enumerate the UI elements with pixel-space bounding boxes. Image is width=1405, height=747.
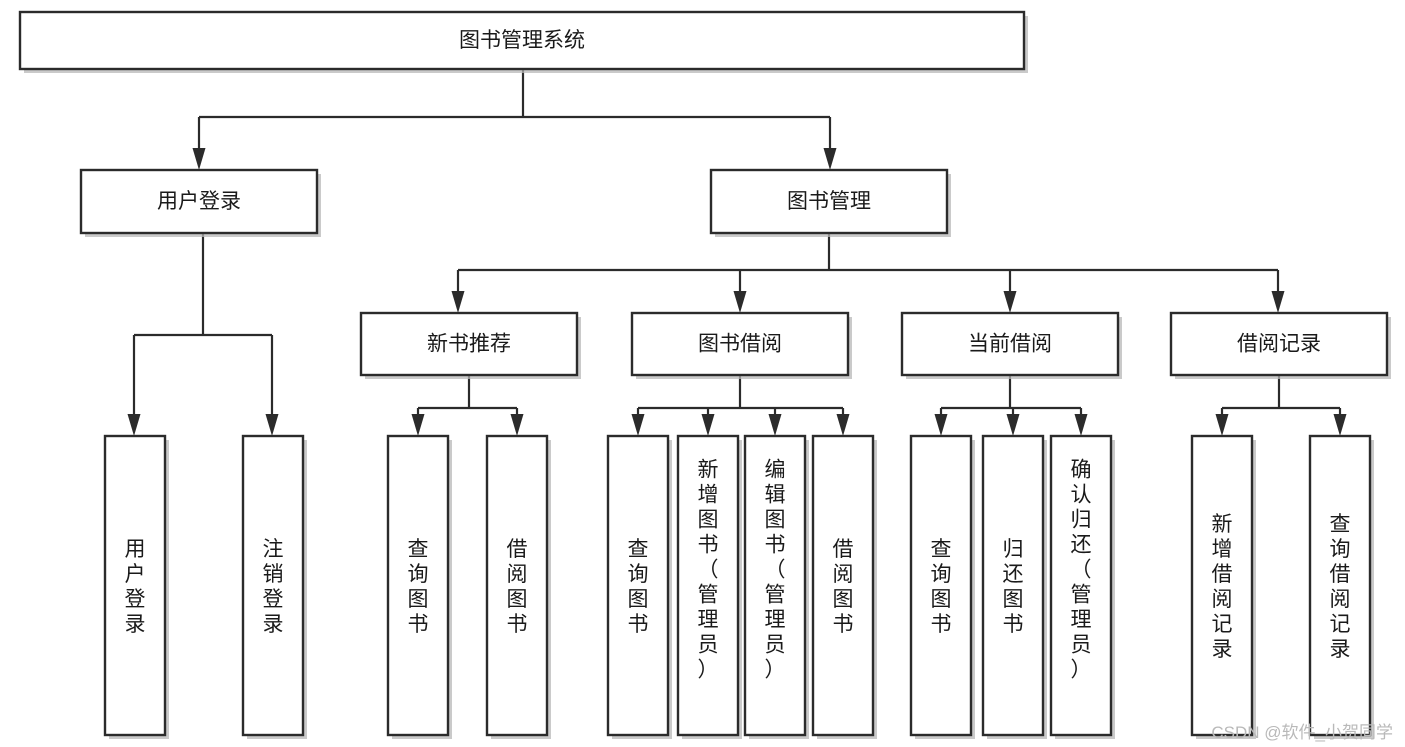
node-label: 图书管理 [787,190,871,213]
node-rect[interactable] [1169,311,1389,377]
node-rect[interactable] [386,434,450,737]
node-leaf-borrow-book-recommend[interactable]: 借阅图书 [485,434,551,739]
nodes-layer: 图书管理系统用户登录图书管理新书推荐图书借阅当前借阅借阅记录用户登录注销登录查询… [18,10,1391,739]
node-rect[interactable] [909,434,973,737]
node-rect[interactable] [1049,434,1113,737]
arrow-head-icon [127,414,141,436]
node-rect[interactable] [18,10,1026,71]
node-rect[interactable] [709,168,949,235]
node-label: 查询图书 [408,538,429,636]
node-rect[interactable] [359,311,579,377]
node-leaf-user-login[interactable]: 用户登录 [103,434,169,739]
arrow-head-icon [823,148,837,170]
arrow-head-icon [934,414,948,436]
node-label: 用户登录 [125,538,146,636]
arrow-head-icon [451,291,465,313]
node-rect[interactable] [676,434,740,737]
node-leaf-add-book-admin[interactable]: 新增图书（管理员） [676,434,742,739]
node-book-borrow[interactable]: 图书借阅 [630,311,852,379]
node-rect[interactable] [981,434,1045,737]
node-rect[interactable] [811,434,875,737]
node-book-manage[interactable]: 图书管理 [709,168,951,237]
node-leaf-return-book[interactable]: 归还图书 [981,434,1047,739]
arrow-head-icon [1333,414,1347,436]
node-leaf-query-book-current[interactable]: 查询图书 [909,434,975,739]
node-label: 编辑图书（管理员） [765,459,786,682]
node-borrow-record[interactable]: 借阅记录 [1169,311,1391,379]
arrow-head-icon [192,148,206,170]
node-label: 图书借阅 [698,333,782,356]
connectors-layer [127,69,1347,436]
arrow-head-icon [631,414,645,436]
node-label: 查询图书 [628,538,649,636]
node-label: 用户登录 [157,190,241,213]
node-label: 新增图书（管理员） [698,459,719,682]
arrow-head-icon [768,414,782,436]
node-leaf-query-book-recommend[interactable]: 查询图书 [386,434,452,739]
node-label: 归还图书 [1003,538,1024,636]
arrow-head-icon [1006,414,1020,436]
node-leaf-logout-login[interactable]: 注销登录 [241,434,307,739]
node-rect[interactable] [900,311,1120,377]
csdn-watermark: CSDN @软件_小贺同学 [1211,723,1393,742]
node-label: 查询借阅记录 [1330,513,1351,661]
node-leaf-query-borrow-record[interactable]: 查询借阅记录 [1308,434,1374,739]
node-label: 借阅图书 [833,538,854,636]
node-rect[interactable] [241,434,305,737]
node-root[interactable]: 图书管理系统 [18,10,1028,73]
node-label: 当前借阅 [968,333,1052,356]
arrow-head-icon [701,414,715,436]
arrow-head-icon [1003,291,1017,313]
node-leaf-confirm-return-admin[interactable]: 确认归还（管理员） [1049,434,1115,739]
node-label: 借阅图书 [507,538,528,636]
node-leaf-edit-book-admin[interactable]: 编辑图书（管理员） [743,434,809,739]
arrow-head-icon [411,414,425,436]
node-rect[interactable] [1308,434,1372,737]
arrow-head-icon [510,414,524,436]
arrow-head-icon [1215,414,1229,436]
node-label: 确认归还（管理员） [1071,459,1092,682]
node-leaf-add-borrow-record[interactable]: 新增借阅记录 [1190,434,1256,739]
node-label: 注销登录 [263,538,284,636]
node-rect[interactable] [79,168,319,235]
node-rect[interactable] [1190,434,1254,737]
node-user-login[interactable]: 用户登录 [79,168,321,237]
node-rect[interactable] [103,434,167,737]
node-label: 新增借阅记录 [1212,513,1233,661]
node-current-borrow[interactable]: 当前借阅 [900,311,1122,379]
node-label: 新书推荐 [427,333,511,356]
node-rect[interactable] [743,434,807,737]
node-label: 借阅记录 [1237,333,1321,356]
arrow-head-icon [1074,414,1088,436]
arrow-head-icon [265,414,279,436]
node-leaf-query-book-borrow[interactable]: 查询图书 [606,434,672,739]
node-label: 查询图书 [931,538,952,636]
arrow-head-icon [1271,291,1285,313]
arrow-head-icon [733,291,747,313]
arrow-head-icon [836,414,850,436]
node-leaf-borrow-book[interactable]: 借阅图书 [811,434,877,739]
node-rect[interactable] [606,434,670,737]
node-new-book-recommend[interactable]: 新书推荐 [359,311,581,379]
node-rect[interactable] [630,311,850,377]
node-label: 图书管理系统 [459,29,585,52]
node-rect[interactable] [485,434,549,737]
